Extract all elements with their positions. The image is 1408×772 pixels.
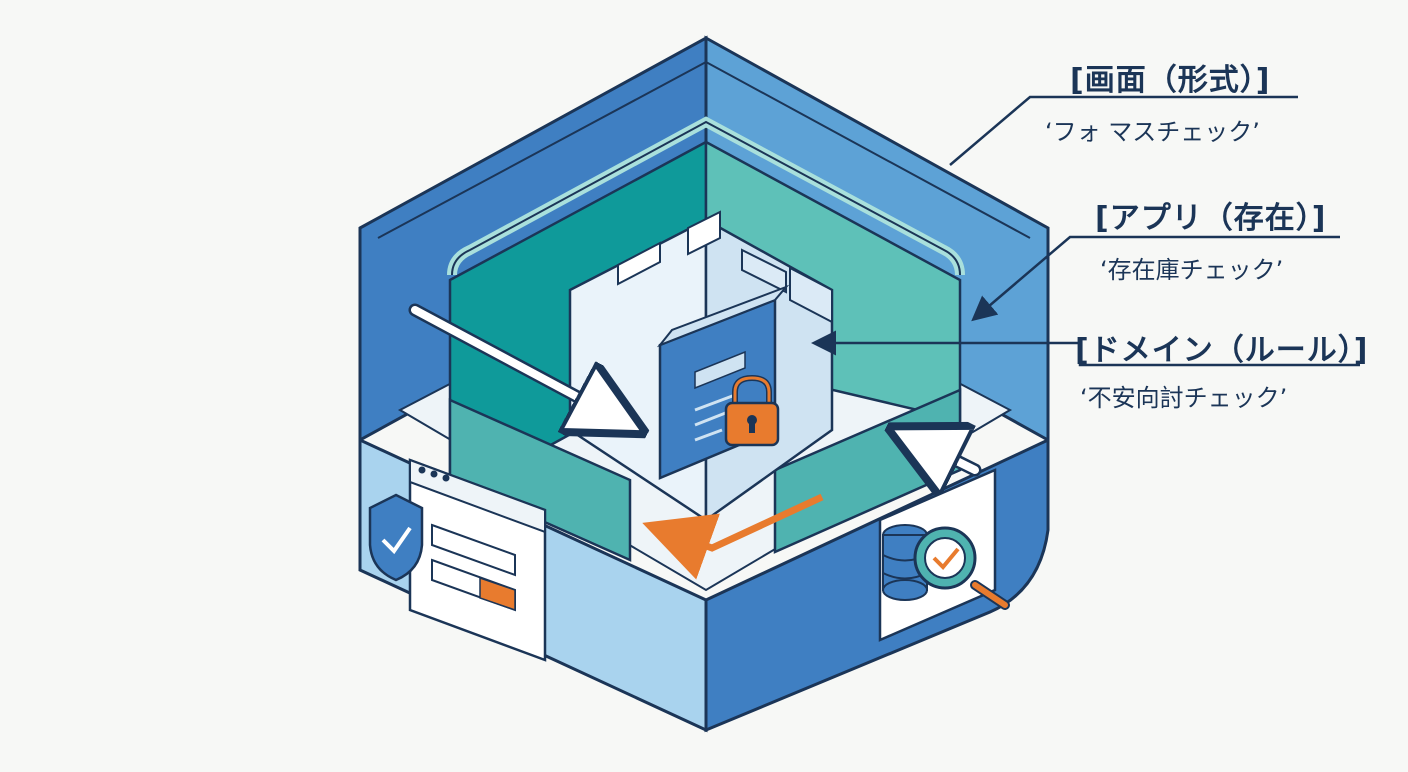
layer-1-subtitle: ‘フォ マスチェック’ bbox=[1045, 118, 1260, 146]
layer-2-subtitle: ‘存在庫チェック’ bbox=[1100, 256, 1284, 284]
layer-1-title: [画面（形式）] bbox=[1070, 63, 1271, 98]
shield-check-icon bbox=[368, 493, 424, 582]
magnifier-icon bbox=[913, 526, 1010, 610]
layer-3-subtitle: ‘不安向討チェック’ bbox=[1080, 384, 1288, 412]
browser-form-icon bbox=[408, 458, 547, 662]
incoming-arrows bbox=[408, 303, 982, 580]
leader-lines bbox=[811, 95, 1360, 367]
layer-2-title: [アプリ（存在）] bbox=[1095, 201, 1327, 236]
layer-3-title: [ドメイン（ルール）] bbox=[1075, 333, 1369, 368]
lock-icon bbox=[724, 374, 780, 447]
